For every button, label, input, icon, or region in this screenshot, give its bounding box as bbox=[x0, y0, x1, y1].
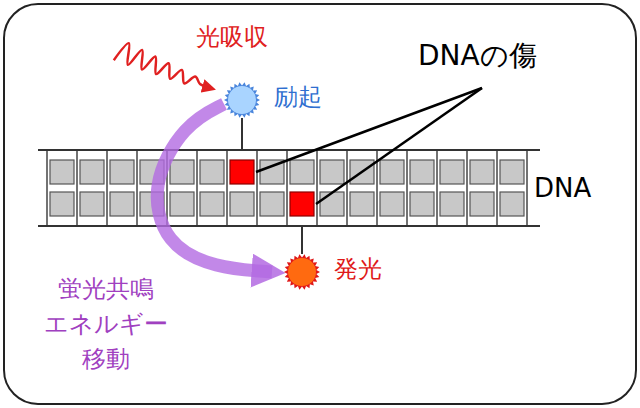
rung bbox=[526, 150, 528, 226]
base-pair bbox=[80, 160, 104, 184]
dye-circle bbox=[224, 82, 260, 118]
rung bbox=[256, 150, 258, 226]
base-pair bbox=[380, 160, 404, 184]
donor-dye: 励起 bbox=[224, 82, 260, 118]
base-pair bbox=[170, 192, 194, 216]
base-pair bbox=[320, 192, 344, 216]
dna-strand bbox=[38, 150, 540, 226]
base-pair bbox=[260, 192, 284, 216]
energy-transfer-arrow bbox=[157, 104, 272, 272]
base-pair bbox=[200, 192, 224, 216]
base-pair bbox=[50, 160, 74, 184]
rung bbox=[466, 150, 468, 226]
base-pair bbox=[410, 160, 434, 184]
base-pair bbox=[380, 192, 404, 216]
dye-circle bbox=[284, 254, 320, 290]
base-pair bbox=[50, 192, 74, 216]
dna-label: DNA bbox=[534, 174, 591, 204]
node-label: 発光 bbox=[334, 256, 382, 284]
rung bbox=[436, 150, 438, 226]
base-pair bbox=[500, 192, 524, 216]
base-pair bbox=[440, 160, 464, 184]
base-pair bbox=[470, 160, 494, 184]
frame bbox=[4, 4, 636, 404]
rung bbox=[106, 150, 108, 226]
dna-damage bbox=[290, 192, 314, 216]
dye-core bbox=[228, 86, 256, 114]
dye-core bbox=[288, 258, 316, 286]
base-pair bbox=[170, 160, 194, 184]
decorations bbox=[242, 88, 482, 254]
base-pair bbox=[470, 192, 494, 216]
base-pair bbox=[80, 192, 104, 216]
node-label: 励起 bbox=[274, 84, 322, 112]
rung bbox=[406, 150, 408, 226]
dye-spikes bbox=[284, 254, 320, 290]
linker bbox=[301, 226, 303, 254]
base-pair bbox=[320, 160, 344, 184]
rung bbox=[76, 150, 78, 226]
base-pair bbox=[290, 160, 314, 184]
backbone bbox=[38, 149, 540, 151]
light-wave bbox=[114, 43, 209, 88]
base-pair bbox=[410, 192, 434, 216]
acceptor-dye: 発光 bbox=[284, 254, 320, 290]
rung bbox=[346, 150, 348, 226]
base-pair bbox=[500, 160, 524, 184]
edge-label: 蛍光共鳴 エネルギー 移動 bbox=[40, 272, 172, 376]
base-pair bbox=[440, 192, 464, 216]
light-absorption-label: 光吸収 bbox=[196, 24, 268, 52]
rung bbox=[226, 150, 228, 226]
rung bbox=[196, 150, 198, 226]
rung bbox=[46, 150, 48, 226]
damage-label: DNAの傷 bbox=[418, 40, 537, 72]
base-pair bbox=[350, 192, 374, 216]
rung bbox=[316, 150, 318, 226]
rung bbox=[496, 150, 498, 226]
base-pair bbox=[110, 192, 134, 216]
linker bbox=[241, 118, 243, 150]
backbone bbox=[38, 225, 540, 227]
dna-damage bbox=[230, 160, 254, 184]
base-pair bbox=[110, 160, 134, 184]
dye-spikes bbox=[224, 82, 260, 118]
leader-line bbox=[316, 88, 482, 204]
rung bbox=[136, 150, 138, 226]
base-pair bbox=[200, 160, 224, 184]
base-pair bbox=[230, 192, 254, 216]
